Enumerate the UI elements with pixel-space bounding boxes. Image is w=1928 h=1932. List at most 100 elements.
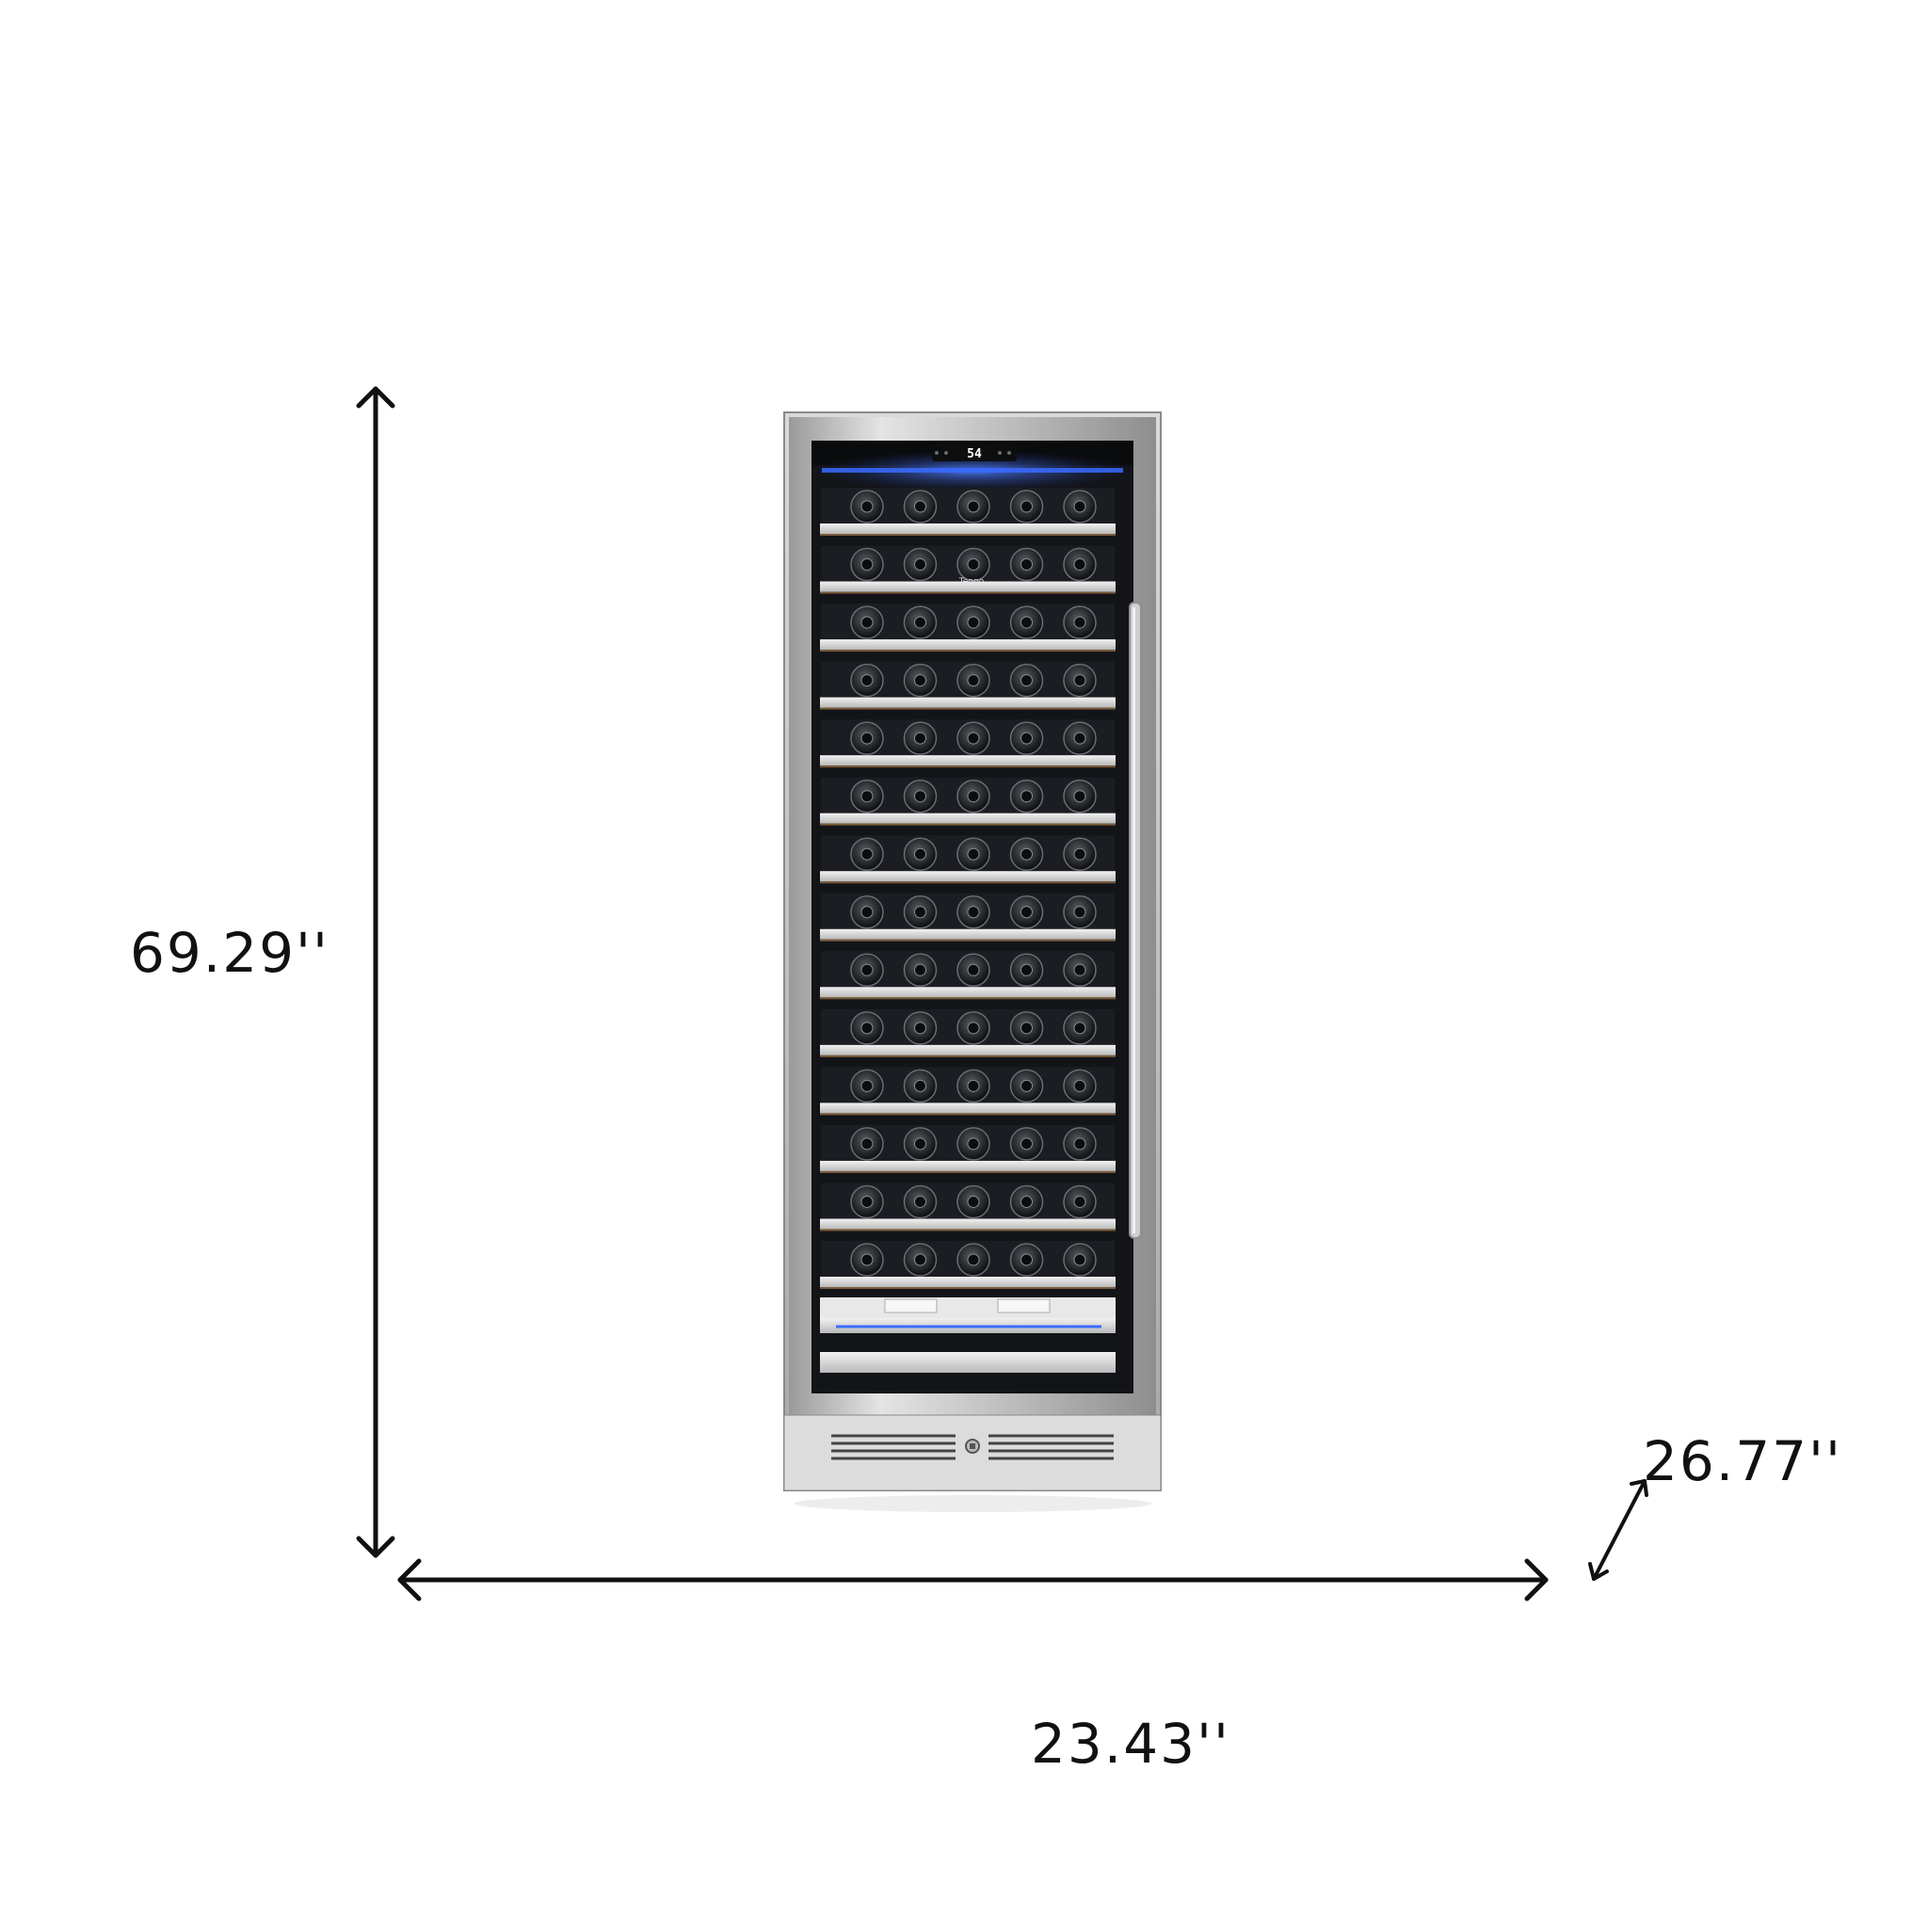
- wine-bottle-icon: [1063, 490, 1097, 523]
- shelf-front[interactable]: [820, 697, 1116, 708]
- shelf-row: [820, 835, 1116, 884]
- wine-bottle-icon: [956, 779, 990, 813]
- wine-bottle-icon: [1009, 779, 1044, 813]
- wine-bottle-icon: [956, 1011, 990, 1045]
- wine-bottle-icon: [850, 837, 884, 871]
- wine-bottle-icon: [903, 1127, 938, 1161]
- wine-bottle-icon: [850, 547, 884, 582]
- shelf-row: [820, 719, 1116, 768]
- shelf-row: [820, 661, 1116, 710]
- wine-bottle-icon: [903, 1243, 938, 1277]
- wine-bottle-icon: [903, 953, 938, 988]
- wine-bottle-icon: [1009, 1184, 1044, 1219]
- wine-bottle-icon: [903, 1184, 938, 1219]
- depth-dimension-label: 26.77'': [1643, 1429, 1842, 1493]
- wine-bottle-icon: [956, 663, 990, 698]
- wine-bottle-icon: [956, 490, 990, 523]
- temperature-control-panel: 54: [932, 444, 1017, 461]
- wine-bottle-icon: [1009, 1069, 1044, 1103]
- wine-bottle-icon: [1063, 605, 1097, 639]
- panel-button-icon[interactable]: [998, 451, 1002, 455]
- kickplate-vent: [783, 1414, 1162, 1491]
- wine-bottle-icon: [850, 1184, 884, 1219]
- wine-bottle-icon: [850, 1011, 884, 1045]
- brand-label: Tengo: [958, 577, 985, 587]
- wine-bottle-icon: [956, 721, 990, 755]
- wine-bottle-icon: [903, 547, 938, 582]
- shelf-front[interactable]: [820, 813, 1116, 824]
- wine-bottle-icon: [1009, 837, 1044, 871]
- wine-bottle-icon: [1063, 895, 1097, 929]
- shelf-front[interactable]: [820, 871, 1116, 882]
- height-dimension-arrow: [356, 386, 395, 1558]
- shelf-front[interactable]: [820, 1103, 1116, 1114]
- wine-bottle-icon: [1009, 1127, 1044, 1161]
- width-dimension-arrow: [397, 1558, 1549, 1602]
- wine-bottle-icon: [1063, 547, 1097, 582]
- wine-bottle-icon: [850, 663, 884, 698]
- shelf-row: [820, 951, 1116, 1000]
- wine-bottle-icon: [850, 605, 884, 639]
- wine-bottle-icon: [903, 837, 938, 871]
- wine-bottle-icon: [850, 1243, 884, 1277]
- wine-bottle-icon: [956, 953, 990, 988]
- wine-bottle-icon: [903, 779, 938, 813]
- wine-bottle-icon: [1009, 953, 1044, 988]
- wine-bottle-icon: [956, 605, 990, 639]
- shelf-front[interactable]: [820, 523, 1116, 534]
- wine-bottle-icon: [1009, 663, 1044, 698]
- door-handle[interactable]: [1129, 602, 1142, 1239]
- wine-fridge: 54 Tengo: [783, 411, 1162, 1512]
- shelf-row: [820, 545, 1116, 594]
- wine-bottle-icon: [1063, 953, 1097, 988]
- shelf-front[interactable]: [820, 1044, 1116, 1055]
- wine-bottle-icon: [1063, 721, 1097, 755]
- shelf-row: [820, 777, 1116, 826]
- wine-bottle-icon: [1063, 1243, 1097, 1277]
- wine-bottle-icon: [1063, 1184, 1097, 1219]
- wine-bottle-icon: [850, 953, 884, 988]
- wine-bottle-icon: [1063, 1127, 1097, 1161]
- shelf-row: [820, 1124, 1116, 1173]
- shelf-front[interactable]: [820, 581, 1116, 592]
- shelf-row: [820, 604, 1116, 652]
- wine-bottle-icon: [1009, 1011, 1044, 1045]
- shelf-front[interactable]: [820, 1277, 1116, 1287]
- wine-bottle-icon: [850, 779, 884, 813]
- bottom-bottle-drawer: [820, 1297, 1116, 1373]
- shelf-front[interactable]: [820, 639, 1116, 651]
- panel-button-icon[interactable]: [1007, 451, 1011, 455]
- wine-bottle-icon: [903, 605, 938, 639]
- wine-bottle-icon: [956, 1069, 990, 1103]
- shelf-row: [820, 488, 1116, 536]
- shelf-front[interactable]: [820, 755, 1116, 766]
- wine-bottle-icon: [850, 490, 884, 523]
- shelf-row: [820, 1241, 1116, 1289]
- wine-shelves: [820, 488, 1116, 1289]
- shelf-front[interactable]: [820, 928, 1116, 940]
- shelf-row: [820, 1183, 1116, 1232]
- width-dimension-label: 23.43'': [1031, 1712, 1230, 1776]
- panel-button-icon[interactable]: [944, 451, 948, 455]
- depth-dimension-arrow: [1588, 1479, 1648, 1581]
- wine-bottle-icon: [1063, 837, 1097, 871]
- temperature-display: 54: [967, 447, 982, 461]
- shelf-front[interactable]: [820, 1160, 1116, 1171]
- wine-bottle-icon: [903, 663, 938, 698]
- wine-bottle-icon: [1009, 1243, 1044, 1277]
- wine-bottle-icon: [956, 1127, 990, 1161]
- wine-bottle-icon: [850, 1069, 884, 1103]
- wine-bottle-icon: [850, 721, 884, 755]
- panel-button-icon[interactable]: [935, 451, 939, 455]
- wine-bottle-icon: [1063, 663, 1097, 698]
- wine-bottle-icon: [1009, 895, 1044, 929]
- wine-bottle-icon: [956, 1184, 990, 1219]
- wine-bottle-icon: [1009, 721, 1044, 755]
- shelf-row: [820, 1067, 1116, 1116]
- wine-bottle-icon: [903, 490, 938, 523]
- shelf-row: [820, 893, 1116, 942]
- shelf-front[interactable]: [820, 1218, 1116, 1230]
- shelf-front[interactable]: [820, 987, 1116, 998]
